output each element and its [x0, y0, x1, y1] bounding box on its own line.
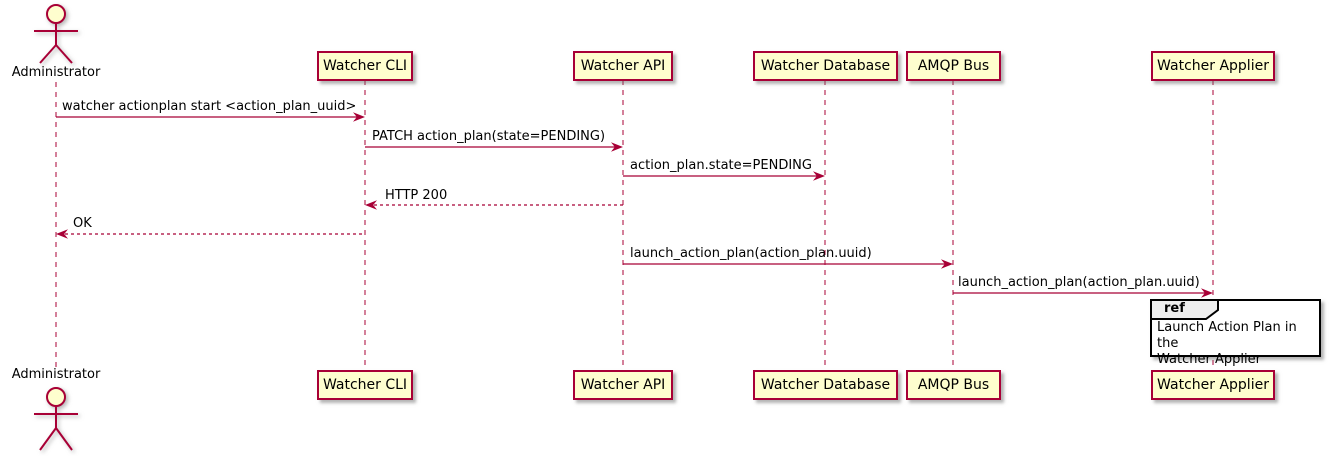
actor-head — [46, 387, 66, 407]
arrowhead-5 — [56, 229, 68, 239]
message-label-6: launch_action_plan(action_plan.uuid) — [630, 246, 872, 261]
participant-box-watcher-applier-bottom: Watcher Applier — [1151, 370, 1275, 400]
message-label-4: HTTP 200 — [385, 188, 448, 203]
actor-icon-bottom — [34, 387, 78, 451]
actor-head — [46, 4, 66, 24]
message-label-7: launch_action_plan(action_plan.uuid) — [958, 275, 1200, 290]
ref-fragment: ref Launch Action Plan in the Watcher Ap… — [1150, 299, 1321, 367]
lifelines — [55, 80, 1214, 370]
participant-box-watcher-cli-top: Watcher CLI — [317, 51, 413, 81]
message-label-2: PATCH action_plan(state=PENDING) — [372, 129, 606, 144]
message-label-3: action_plan.state=PENDING — [630, 158, 812, 173]
participant-box-watcher-api-top: Watcher API — [573, 51, 673, 81]
participant-box-amqp-bus-top: AMQP Bus — [906, 51, 1001, 81]
participant-box-watcher-cli-bottom: Watcher CLI — [317, 370, 413, 400]
ref-line-2: Watcher Applier — [1157, 352, 1261, 367]
arrowhead-3 — [813, 171, 825, 181]
arrowhead-4 — [365, 200, 377, 210]
message-label-1: watcher actionplan start <action_plan_uu… — [62, 99, 357, 114]
participant-box-watcher-database-top: Watcher Database — [753, 51, 898, 81]
participant-box-watcher-api-bottom: Watcher API — [573, 370, 673, 400]
actor-label-bottom: Administrator — [11, 367, 101, 382]
actor-icon-top — [34, 4, 78, 64]
arrowhead-1 — [353, 112, 365, 122]
message-label-5: OK — [73, 216, 92, 231]
participant-box-watcher-applier-top: Watcher Applier — [1151, 51, 1275, 81]
participant-box-watcher-database-bottom: Watcher Database — [753, 370, 898, 400]
ref-keyword: ref — [1164, 301, 1185, 316]
message-arrows — [56, 112, 1213, 298]
ref-tab-shape — [1150, 299, 1219, 320]
arrowhead-2 — [611, 142, 623, 152]
ref-line-1: Launch Action Plan in the — [1157, 320, 1297, 351]
actor-label-top: Administrator — [11, 65, 101, 80]
arrowhead-6 — [941, 259, 953, 269]
participant-box-amqp-bus-bottom: AMQP Bus — [906, 370, 1001, 400]
arrowhead-7 — [1201, 288, 1213, 298]
